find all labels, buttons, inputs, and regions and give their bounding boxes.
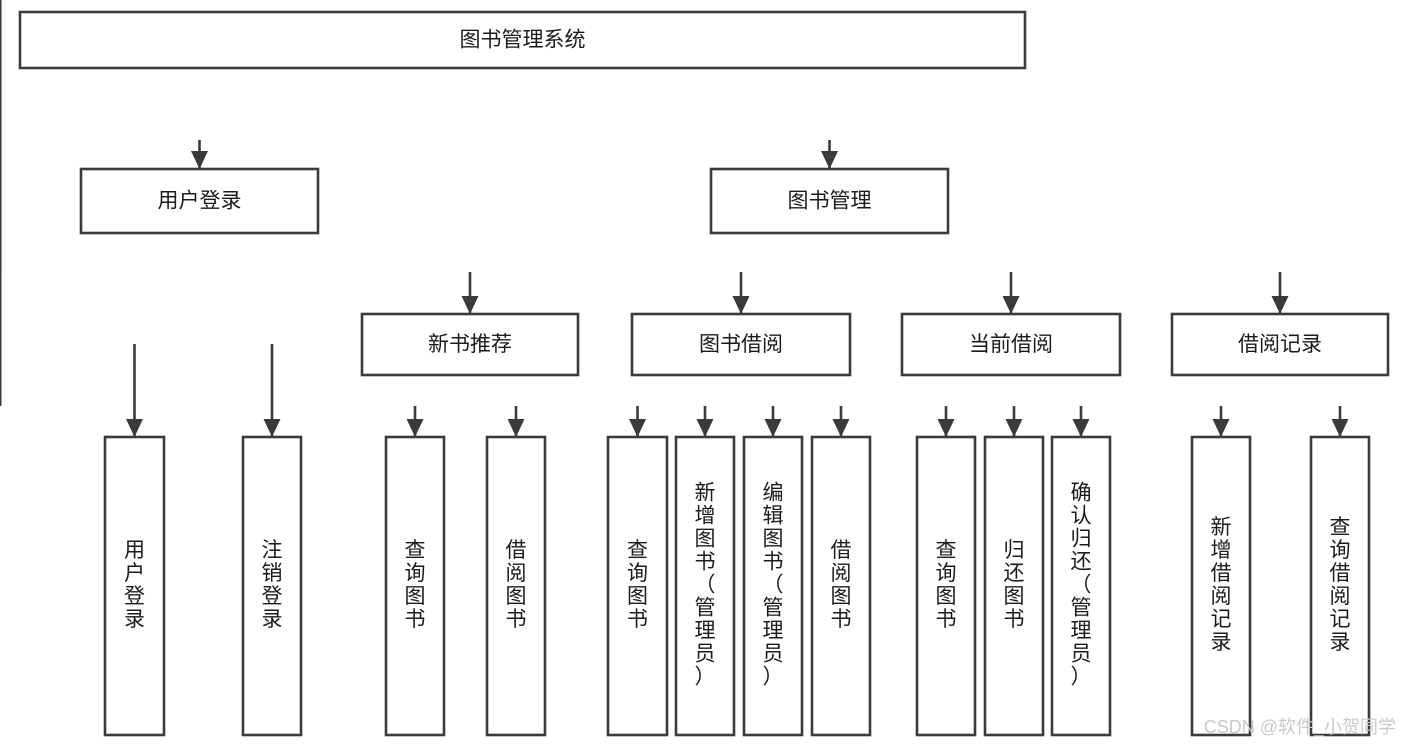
node-confirm-return-admin[interactable]: 确认归还（管理员） <box>1050 435 1112 737</box>
node-label-borrow-book-do: 借阅图书 <box>831 539 852 631</box>
node-box-query-borrow-record[interactable] <box>1309 435 1371 737</box>
node-label-add-borrow-record: 新增借阅记录 <box>1211 516 1232 654</box>
node-label-query-book-borrow: 查询图书 <box>627 539 648 631</box>
node-new-book-recommend[interactable]: 新书推荐 <box>360 312 580 377</box>
node-box-book-management[interactable] <box>709 167 950 235</box>
node-box-user-login-do[interactable] <box>103 435 166 737</box>
node-box-book-borrow[interactable] <box>630 312 852 377</box>
borrow-records-arrow-0 <box>1212 419 1230 437</box>
node-book-borrow[interactable]: 图书借阅 <box>630 312 852 377</box>
connector-layer <box>0 0 1349 437</box>
book-borrow-arrow-2 <box>764 419 782 437</box>
node-box-return-book[interactable] <box>983 435 1045 737</box>
book-borrow-arrow-1 <box>696 419 714 437</box>
node-label-query-borrow-record: 查询借阅记录 <box>1330 516 1351 654</box>
node-label-edit-book-admin: 编辑图书（管理员） <box>763 482 784 689</box>
node-label-user-logout: 注销登录 <box>262 539 283 631</box>
book-borrow-arrow-3 <box>832 419 850 437</box>
node-label-add-book-admin: 新增图书（管理员） <box>695 482 716 689</box>
node-box-borrow-book-rec[interactable] <box>485 435 547 737</box>
node-box-user-logout[interactable] <box>241 435 303 737</box>
node-edit-book-admin[interactable]: 编辑图书（管理员） <box>742 435 804 737</box>
node-box-query-book-borrow[interactable] <box>606 435 669 737</box>
node-box-query-book-rec[interactable] <box>384 435 446 737</box>
node-box-user-login[interactable] <box>79 167 320 235</box>
node-query-book-current[interactable]: 查询图书 <box>915 435 977 737</box>
current-borrow-arrow-0 <box>937 419 955 437</box>
root-arrow-1 <box>821 151 838 169</box>
borrow-records-arrow-1 <box>1331 419 1349 437</box>
new-book-recommend-arrow-1 <box>507 419 525 437</box>
node-box-new-book-recommend[interactable] <box>360 312 580 377</box>
new-book-recommend-arrow-0 <box>406 419 424 437</box>
node-borrow-book-rec[interactable]: 借阅图书 <box>485 435 547 737</box>
node-book-management[interactable]: 图书管理 <box>709 167 950 235</box>
node-label-current-borrow: 当前借阅 <box>969 333 1053 356</box>
csdn-watermark: CSDN @软件_小贺同学 <box>1204 717 1396 738</box>
node-box-root[interactable] <box>18 10 1027 70</box>
node-borrow-book-do[interactable]: 借阅图书 <box>810 435 872 737</box>
node-label-new-book-recommend: 新书推荐 <box>428 333 512 356</box>
node-label-book-borrow: 图书借阅 <box>699 333 783 356</box>
user-login-arrow-0 <box>126 419 143 437</box>
node-current-borrow[interactable]: 当前借阅 <box>900 312 1122 377</box>
node-box-confirm-return-admin[interactable] <box>1050 435 1112 737</box>
node-add-book-admin[interactable]: 新增图书（管理员） <box>674 435 736 737</box>
node-query-borrow-record[interactable]: 查询借阅记录 <box>1309 435 1371 737</box>
user-login-arrow-1 <box>263 419 281 437</box>
node-label-query-book-rec: 查询图书 <box>405 539 426 631</box>
book-borrow-arrow-0 <box>629 419 646 437</box>
node-layer: 图书管理系统用户登录用户登录注销登录图书管理新书推荐查询图书借阅图书图书借阅查询… <box>18 10 1390 737</box>
book-management-arrow-1 <box>732 296 750 314</box>
node-query-book-borrow[interactable]: 查询图书 <box>606 435 669 737</box>
node-box-borrow-records[interactable] <box>1170 312 1390 377</box>
node-label-root: 图书管理系统 <box>460 29 586 52</box>
node-root[interactable]: 图书管理系统 <box>18 10 1027 70</box>
node-label-user-login: 用户登录 <box>158 190 242 213</box>
book-management-arrow-2 <box>1002 296 1020 314</box>
book-management-arrow-0 <box>461 296 479 314</box>
book-management-arrow-3 <box>1271 296 1289 314</box>
node-user-login-do[interactable]: 用户登录 <box>103 435 166 737</box>
root-arrow-0 <box>191 151 208 169</box>
node-box-current-borrow[interactable] <box>900 312 1122 377</box>
node-box-add-book-admin[interactable] <box>674 435 736 737</box>
current-borrow-arrow-2 <box>1072 419 1090 437</box>
node-label-confirm-return-admin: 确认归还（管理员） <box>1071 482 1092 689</box>
node-user-login[interactable]: 用户登录 <box>79 167 320 235</box>
node-borrow-records[interactable]: 借阅记录 <box>1170 312 1390 377</box>
node-user-logout[interactable]: 注销登录 <box>241 435 303 737</box>
node-label-return-book: 归还图书 <box>1004 539 1025 631</box>
node-query-book-rec[interactable]: 查询图书 <box>384 435 446 737</box>
node-label-borrow-book-rec: 借阅图书 <box>506 539 527 631</box>
node-label-user-login-do: 用户登录 <box>124 539 145 631</box>
node-box-edit-book-admin[interactable] <box>742 435 804 737</box>
node-add-borrow-record[interactable]: 新增借阅记录 <box>1190 435 1252 737</box>
node-box-borrow-book-do[interactable] <box>810 435 872 737</box>
node-label-book-management: 图书管理 <box>788 190 872 213</box>
node-label-query-book-current: 查询图书 <box>936 539 957 631</box>
node-box-query-book-current[interactable] <box>915 435 977 737</box>
node-label-borrow-records: 借阅记录 <box>1238 333 1322 356</box>
node-box-add-borrow-record[interactable] <box>1190 435 1252 737</box>
node-return-book[interactable]: 归还图书 <box>983 435 1045 737</box>
current-borrow-arrow-1 <box>1005 419 1023 437</box>
